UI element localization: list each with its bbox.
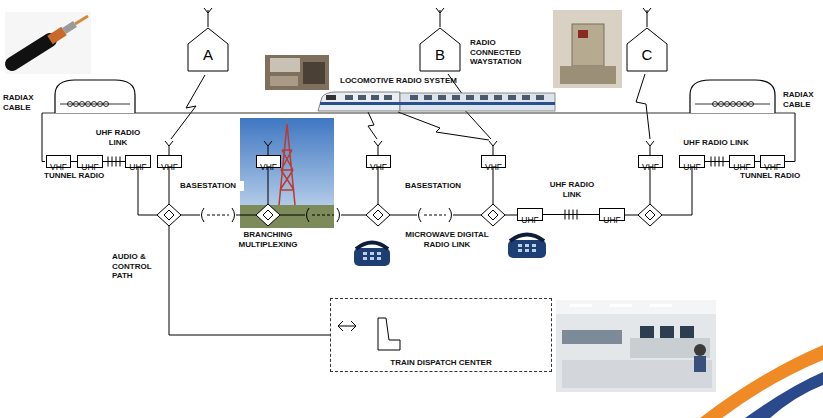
swoosh [700, 345, 823, 418]
radio-unit-box: UHF [517, 208, 543, 221]
radio-link [103, 157, 125, 167]
branching-diamond [157, 204, 662, 226]
station-letter: A [186, 46, 230, 64]
station-letter: C [625, 46, 669, 64]
radio-unit-box: UHF [729, 155, 755, 168]
radio-unit-box: VHF [157, 155, 182, 168]
radio-unit-box: UHF [125, 155, 151, 168]
waystation-house: B [418, 26, 462, 72]
radio-unit-box: VHF [46, 155, 71, 168]
waystation-house: A [186, 26, 230, 72]
wire [42, 113, 795, 335]
annotation-label: TUNNEL RADIO [44, 171, 114, 181]
radio-unit-box: VHF [638, 155, 663, 168]
annotation-label: RADIAX CABLE [3, 93, 41, 112]
unit-label: UHF [683, 162, 700, 173]
annotation-label: AUDIO & CONTROL PATH [112, 252, 160, 281]
radio-unit-box: UHF [599, 208, 625, 221]
center-name: TRAIN DISPATCH CENTER [331, 358, 551, 367]
annotation-label: UHF RADIO LINK [543, 180, 601, 199]
telephone [354, 235, 546, 267]
station-letter: B [418, 46, 462, 64]
unit-label: VHF [642, 162, 659, 173]
microwave-link [181, 208, 481, 222]
dispatch-photo [556, 300, 716, 392]
annotation-label: RADIO CONNECTED WAYSTATION [470, 38, 542, 67]
connector-line [705, 161, 729, 162]
unit-label: UHF [521, 215, 538, 226]
link-ticks [565, 210, 577, 220]
radio-link [543, 210, 599, 220]
unit-label: VHF [485, 162, 502, 173]
connector-line [103, 161, 125, 162]
train [318, 92, 555, 111]
radio-unit-box: UHF [77, 155, 103, 168]
cable-photo [5, 12, 91, 74]
radio-unit-box: UHF [679, 155, 705, 168]
unit-label: UHF [603, 215, 620, 226]
antenna [204, 8, 651, 27]
waystation-photo [553, 10, 622, 88]
annotation-label: BASESTATION [180, 181, 244, 191]
annotation-label: BRANCHING MULTIPLEXING [234, 230, 302, 249]
antenna [165, 141, 654, 155]
unit-label: VHF [161, 162, 178, 173]
cab-photo [265, 55, 329, 90]
link-ticks [108, 157, 120, 167]
radio-unit-box: VHF [760, 155, 785, 168]
waystation-house: C [625, 26, 669, 72]
link-ticks [711, 157, 723, 167]
unit-label: UHF [129, 162, 146, 173]
tower-photo [240, 118, 334, 228]
annotation-label: RADIAX CABLE [783, 90, 819, 109]
connector-line [543, 214, 599, 215]
radio-link [705, 157, 729, 167]
radio-unit-box: VHF [481, 155, 506, 168]
console-symbol [338, 318, 400, 350]
annotation-label: LOCOMOTIVE RADIO SYSTEM [340, 76, 480, 86]
annotation-label: BASESTATION [405, 181, 469, 191]
annotation-label: MICROWAVE DIGITAL RADIO LINK [397, 230, 497, 249]
annotation-label: TUNNEL RADIO [740, 171, 810, 181]
radio-link [171, 74, 650, 140]
unit-label: VHF [370, 162, 387, 173]
radio-unit-box: VHF [366, 155, 391, 168]
radio-unit-box: VHF [256, 155, 281, 168]
annotation-label: UHF RADIO LINK [92, 128, 144, 147]
unit-label: VHF [260, 162, 277, 173]
annotation-label: UHF RADIO LINK [676, 138, 756, 148]
dispatch-center-box: TRAIN DISPATCH CENTER [330, 298, 552, 372]
